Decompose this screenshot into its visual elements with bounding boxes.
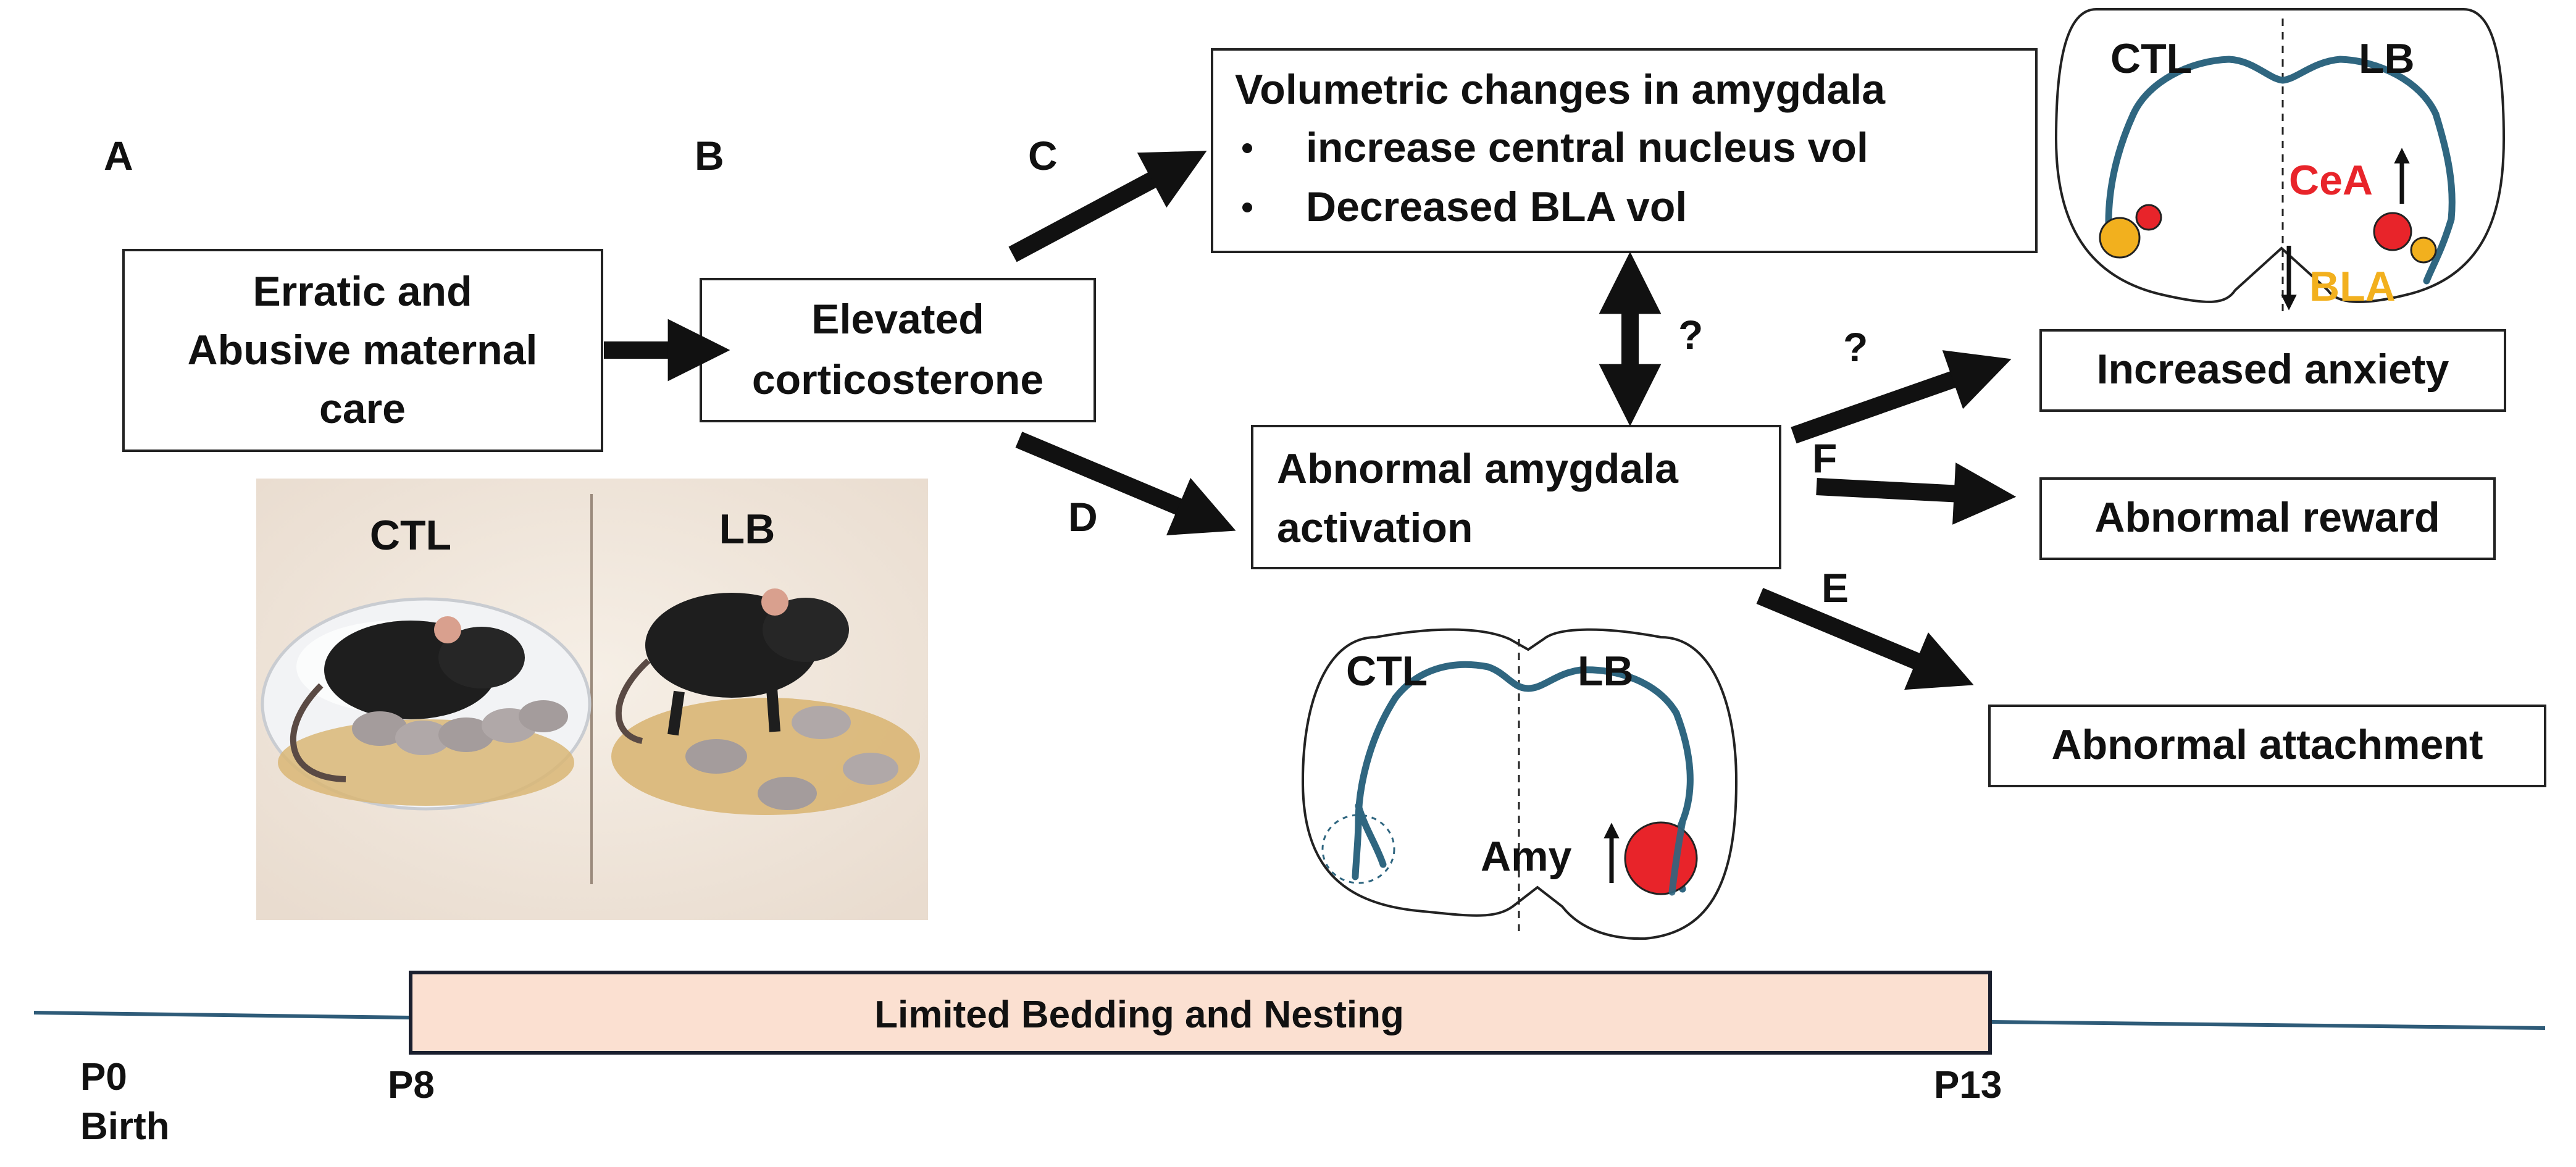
brain-top-lb-label: LB <box>2359 35 2415 82</box>
cea-ctl-dot <box>2135 204 2162 231</box>
limited-bedding-bar <box>409 971 1992 1055</box>
cea-label: CeA <box>2289 157 2373 204</box>
arrow-d-to-attachment <box>1756 588 1974 690</box>
bullet-dot <box>1242 203 1252 212</box>
activation-line-2: activation <box>1277 504 1473 551</box>
photo-lb-label: LB <box>719 506 776 553</box>
ctl-dam-head <box>438 627 525 688</box>
timeline-p13: P13 <box>1934 1064 2002 1106</box>
volumetric-bullet-1: increase central nucleus vol <box>1306 124 1868 171</box>
bla-label: BLA <box>2309 263 2396 310</box>
arrow-d-to-anxiety <box>1791 350 2012 444</box>
timeline-p0: P0 <box>80 1056 127 1098</box>
photo-ctl-label: CTL <box>370 512 451 559</box>
panel-label-d: D <box>1068 494 1098 540</box>
volumetric-title: Volumetric changes in amygdala <box>1235 66 1886 113</box>
limited-bedding-label: Limited Bedding and Nesting <box>874 993 1404 1036</box>
amy-lb-dot <box>1624 821 1698 895</box>
lb-dam-head <box>763 598 849 662</box>
volumetric-box: Volumetric changes in amygdala increase … <box>1211 48 2038 253</box>
ctl-nest <box>261 597 592 811</box>
corticosterone-line-2: corticosterone <box>752 356 1043 403</box>
question-mark-anxiety: ? <box>1843 324 1868 370</box>
panel-label-a: A <box>104 133 133 178</box>
brain-top: CTL LB CeA BLA <box>2054 8 2506 312</box>
nest-illustration: CTL LB <box>256 479 928 920</box>
timeline: Limited Bedding and Nesting P0 Birth P8 … <box>33 971 2546 1148</box>
panel-label-c: C <box>1028 133 1058 178</box>
attachment-label: Abnormal attachment <box>2052 721 2483 768</box>
brain-bottom-lb-label: LB <box>1578 648 1634 695</box>
activation-line-1: Abnormal amygdala <box>1277 445 1679 492</box>
brain-bottom-ctl-label: CTL <box>1346 648 1428 695</box>
panel-label-f: F <box>1812 435 1837 481</box>
question-mark-bidirectional: ? <box>1678 312 1703 358</box>
reward-label: Abnormal reward <box>2094 494 2440 541</box>
timeline-birth: Birth <box>80 1105 170 1148</box>
bullet-dot <box>1242 143 1252 153</box>
bla-lb-dot <box>2410 236 2437 264</box>
panel-label-b: B <box>695 133 724 178</box>
volumetric-bullet-2: Decreased BLA vol <box>1306 183 1687 230</box>
arrow-d-to-reward <box>1816 462 2017 525</box>
maternal-care-line-1: Erratic and <box>253 268 472 315</box>
anxiety-box: Increased anxiety <box>2039 329 2506 412</box>
anxiety-label: Increased anxiety <box>2097 346 2449 393</box>
brain-bottom: CTL LB Amy <box>1301 628 1738 940</box>
amy-ctl-dashed <box>1321 814 1395 884</box>
amy-label: Amy <box>1481 833 1572 880</box>
bla-ctl-dot <box>2099 217 2141 259</box>
activation-box: Abnormal amygdala activation <box>1251 425 1781 569</box>
brain-top-ctl-label: CTL <box>2110 35 2192 82</box>
arrow-b-to-d <box>1015 432 1236 535</box>
maternal-care-box: Erratic and Abusive maternal care <box>122 249 603 452</box>
reward-box: Abnormal reward <box>2039 477 2496 560</box>
arrow-b-to-c <box>1008 151 1207 262</box>
timeline-p8: P8 <box>388 1064 435 1106</box>
cea-lb-dot <box>2373 212 2412 251</box>
maternal-care-line-2: Abusive maternal <box>188 327 538 374</box>
corticosterone-box: Elevated corticosterone <box>700 278 1096 422</box>
panel-label-e: E <box>1821 565 1849 611</box>
maternal-care-line-3: care <box>319 385 406 432</box>
lb-nest <box>611 588 920 815</box>
attachment-box: Abnormal attachment <box>1988 705 2546 787</box>
corticosterone-line-1: Elevated <box>811 296 984 343</box>
